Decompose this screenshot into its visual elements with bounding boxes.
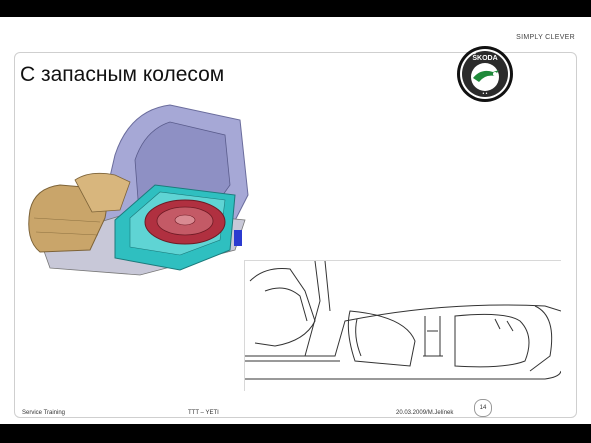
brand-tagline: SIMPLY CLEVER [516,34,575,41]
footer-right: 20.03.2009/M.Jelínek [396,410,454,416]
trunk-spare-wheel-illustration [28,104,249,276]
logo-text: ŠKODA [472,53,497,62]
top-black-bar [0,0,591,17]
page-title: С запасным колесом [20,63,225,86]
logo-bottom-mark: • • [483,91,488,97]
page-number-badge: 14 [474,399,492,417]
skoda-logo: ŠKODA • • [457,46,513,102]
bottom-black-bar [0,424,591,443]
spare-wheel-section-drawing [244,260,561,391]
footer-left: Service Training [22,410,66,416]
skoda-winged-arrow-icon [473,70,499,82]
footer-center: TTT – YETI [188,410,219,416]
